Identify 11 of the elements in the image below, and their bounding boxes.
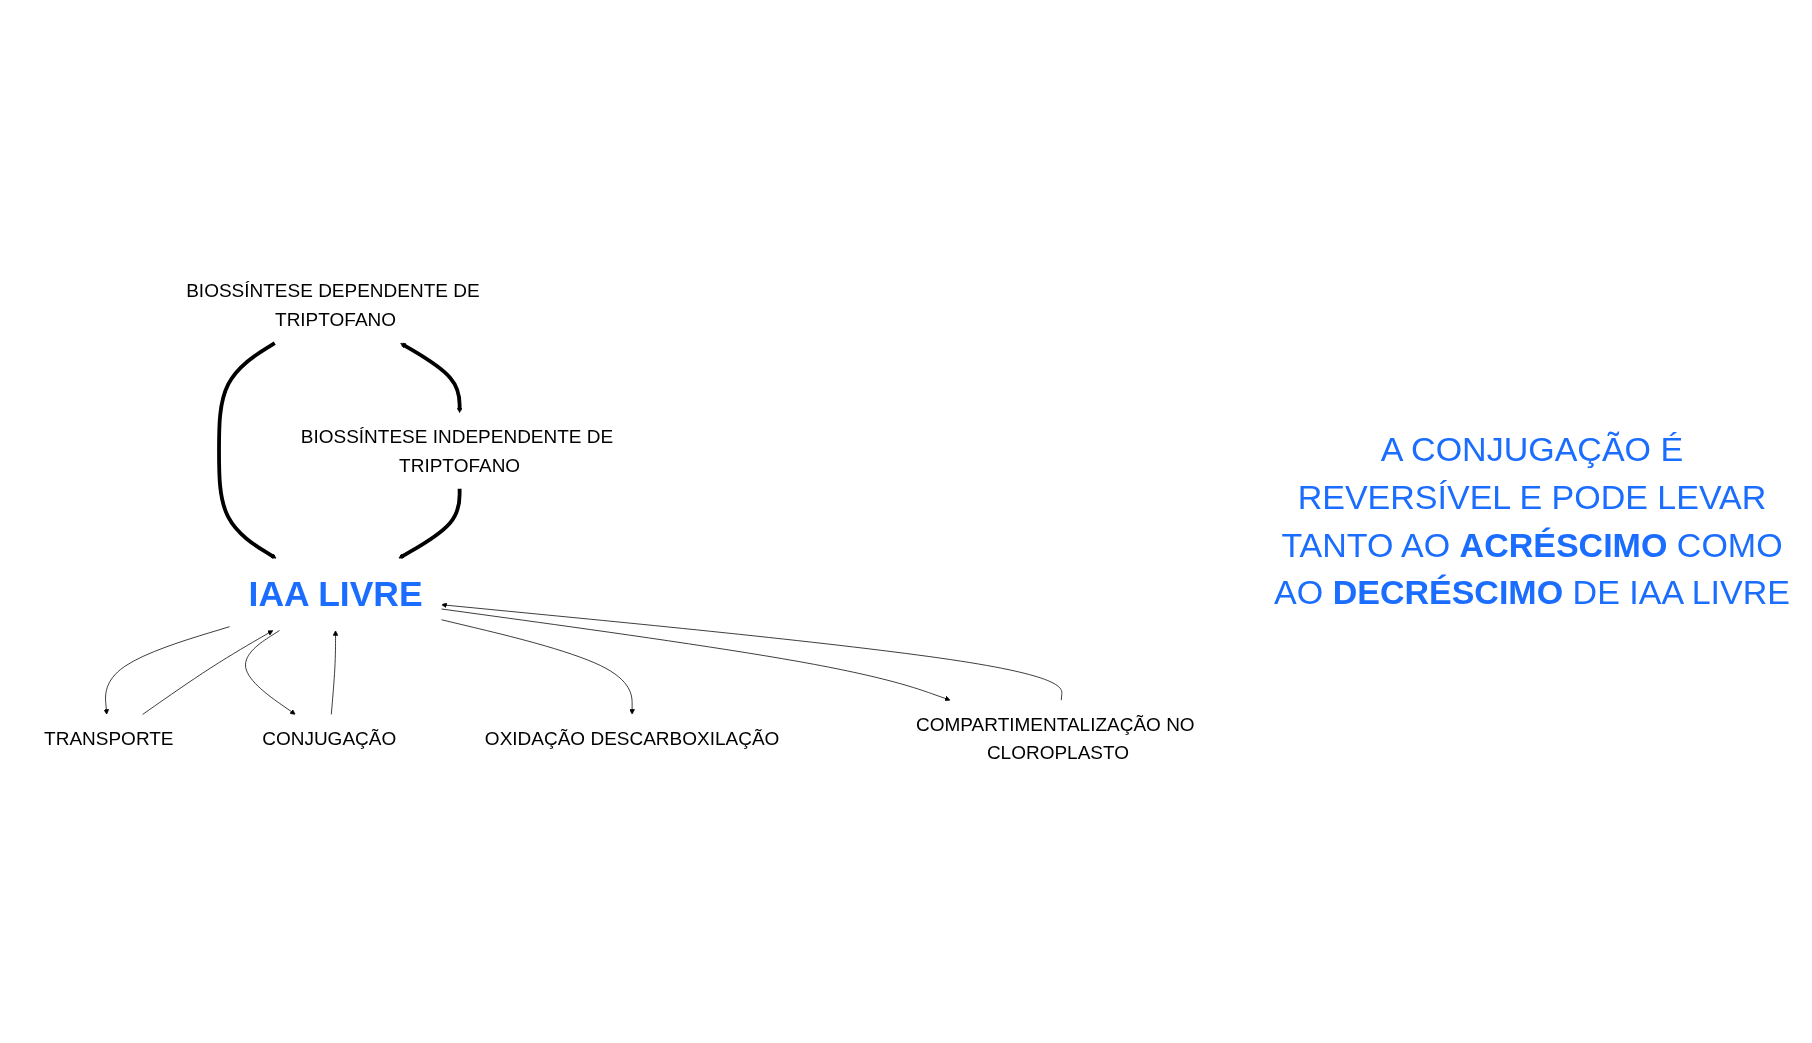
node-text: BIOSSÍNTESE INDEPENDENTE DE TRIPTOFANO xyxy=(300,425,614,476)
arrow xyxy=(398,488,462,559)
node-text: OXIDAÇÃO DESCARBOXILAÇÃO xyxy=(484,727,780,749)
node-text: TRANSPORTE xyxy=(44,727,174,749)
node-text: BIOSSÍNTESE DEPENDENTE DE TRIPTOFANO xyxy=(186,280,480,330)
note-text: A CONJUGAÇÃO É REVERSÍVEL E PODE LEVAR TANTO AO ACRÉSCIMO COMO AO DECRÉSCIMO DE IAA LIVRE xyxy=(1273,429,1791,614)
arrow xyxy=(217,341,277,559)
node-text: IAA LIVRE xyxy=(248,574,423,614)
node-text: COMPARTIMENTALIZAÇÃO NO CLOROPLASTO xyxy=(916,713,1195,763)
node-text: CONJUGAÇÃO xyxy=(262,727,397,749)
arrow xyxy=(400,342,463,413)
